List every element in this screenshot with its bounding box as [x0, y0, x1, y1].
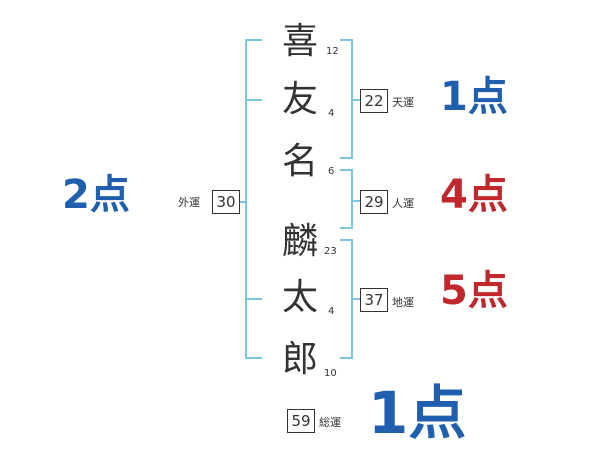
gaikaku-label: 外運 — [178, 196, 200, 209]
stroke-count-5: 4 — [328, 306, 335, 317]
soukaku-score: 1点 — [368, 379, 467, 447]
stroke-count-1: 12 — [326, 46, 339, 57]
tenkaku-label: 天運 — [392, 96, 414, 109]
chikaku-value-box: 37 — [360, 288, 388, 312]
soukaku-value-box: 59 — [287, 409, 315, 433]
chikaku-label: 地運 — [392, 296, 414, 309]
name-char-2: 友 — [281, 79, 318, 120]
heaven-bracket — [340, 39, 353, 159]
jinkaku-value-box: 29 — [360, 190, 388, 214]
chikaku-score: 5点 — [440, 268, 508, 314]
tenkaku-score: 1点 — [440, 74, 508, 120]
soukaku-label: 総運 — [319, 416, 341, 429]
stroke-count-6: 10 — [324, 368, 337, 379]
name-char-1: 喜 — [281, 21, 318, 62]
gaikaku-value-box: 30 — [212, 190, 240, 214]
tenkaku-value-box: 22 — [360, 89, 388, 113]
jinkaku-label: 人運 — [392, 197, 414, 210]
stroke-count-3: 6 — [328, 166, 335, 177]
stroke-count-4: 23 — [324, 246, 337, 257]
outer-bracket — [245, 39, 262, 359]
jinkaku-score: 4点 — [440, 172, 508, 218]
earth-bracket — [340, 239, 353, 359]
person-bracket — [340, 169, 353, 229]
name-char-4: 麟 — [281, 221, 318, 262]
gaikaku-score: 2点 — [62, 172, 130, 218]
name-char-5: 太 — [281, 277, 318, 318]
stroke-count-2: 4 — [328, 108, 335, 119]
name-char-3: 名 — [281, 141, 318, 182]
name-char-6: 郎 — [281, 339, 318, 380]
